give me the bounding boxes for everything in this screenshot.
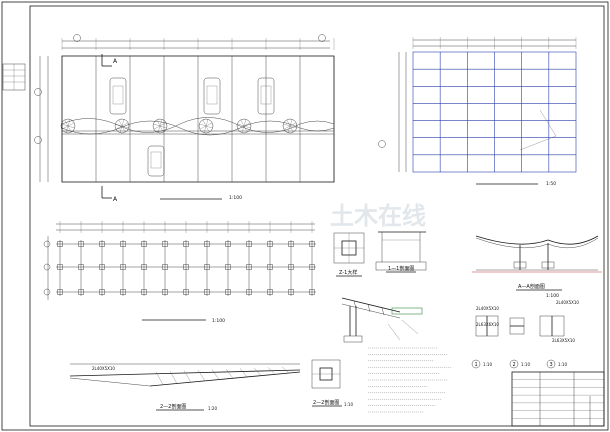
foundation-plan-scale: 1:100 bbox=[212, 318, 225, 324]
member-tag-1: 2L40X5X10 bbox=[476, 306, 499, 311]
carport-plan-scale: 1:100 bbox=[229, 195, 242, 201]
detail-z1-label: Z-1大样 bbox=[339, 269, 357, 276]
carport-plan: A A 1:100 bbox=[34, 34, 335, 203]
section-2-2-column-label: 2—2剖面图 bbox=[313, 399, 339, 406]
detail-bubble-2: 2 bbox=[513, 362, 516, 368]
detail-scale-2: 1:10 bbox=[521, 362, 530, 367]
general-notes bbox=[368, 347, 452, 413]
binding-strip bbox=[2, 63, 26, 91]
member-tag-2: 2L40X5X10 bbox=[556, 300, 579, 305]
cut-marker-top: A bbox=[113, 58, 118, 65]
section-2-2-beam-scale: 1:20 bbox=[208, 406, 217, 411]
title-block bbox=[511, 371, 605, 427]
section-a-a: A—A剖面图 1:100 bbox=[472, 235, 602, 299]
section-a-a-label: A—A剖面图 bbox=[518, 283, 545, 290]
detail-scale-3: 1:10 bbox=[558, 362, 567, 367]
detail-bubble-3: 3 bbox=[550, 362, 553, 368]
car-icons bbox=[109, 77, 275, 177]
section-2-2-beam-label: 2—2剖面图 bbox=[160, 403, 186, 410]
cut-marker-bottom: A bbox=[113, 196, 118, 203]
foundation-plan: 1:100 bbox=[43, 221, 316, 324]
detail-bubble-1: 1 bbox=[475, 362, 478, 368]
sheet-inner-border bbox=[29, 5, 605, 427]
member-tag-4: 2L63X5X10 bbox=[552, 338, 575, 343]
section-1-1: 1—1剖面图 bbox=[375, 231, 427, 273]
detail-scale-1: 1:10 bbox=[483, 362, 492, 367]
member-tag-3: 2L63X6X10 bbox=[476, 322, 499, 327]
section-1-1-label: 1—1剖面图 bbox=[388, 265, 414, 272]
small-details: 1 1:10 2 1:10 3 1:10 bbox=[471, 315, 567, 369]
member-tag-5: 2L40X5X10 bbox=[92, 366, 115, 371]
truss-elevation bbox=[341, 297, 423, 343]
section-2-2-beam: 2—2剖面图 1:20 bbox=[69, 363, 301, 411]
section-a-a-scale: 1:100 bbox=[546, 293, 559, 299]
frame-plan: 1:50 bbox=[378, 37, 577, 187]
section-2-2-column-scale: 1:10 bbox=[344, 402, 353, 407]
frame-plan-scale: 1:50 bbox=[546, 181, 556, 187]
section-2-2-column: 2—2剖面图 1:10 bbox=[311, 359, 353, 407]
member-tags: 2L40X5X10 2L40X5X10 2L63X6X10 2L63X5X10 … bbox=[92, 300, 579, 371]
watermark: 土木在线 bbox=[330, 202, 426, 230]
detail-z1: Z-1大样 bbox=[333, 232, 365, 277]
